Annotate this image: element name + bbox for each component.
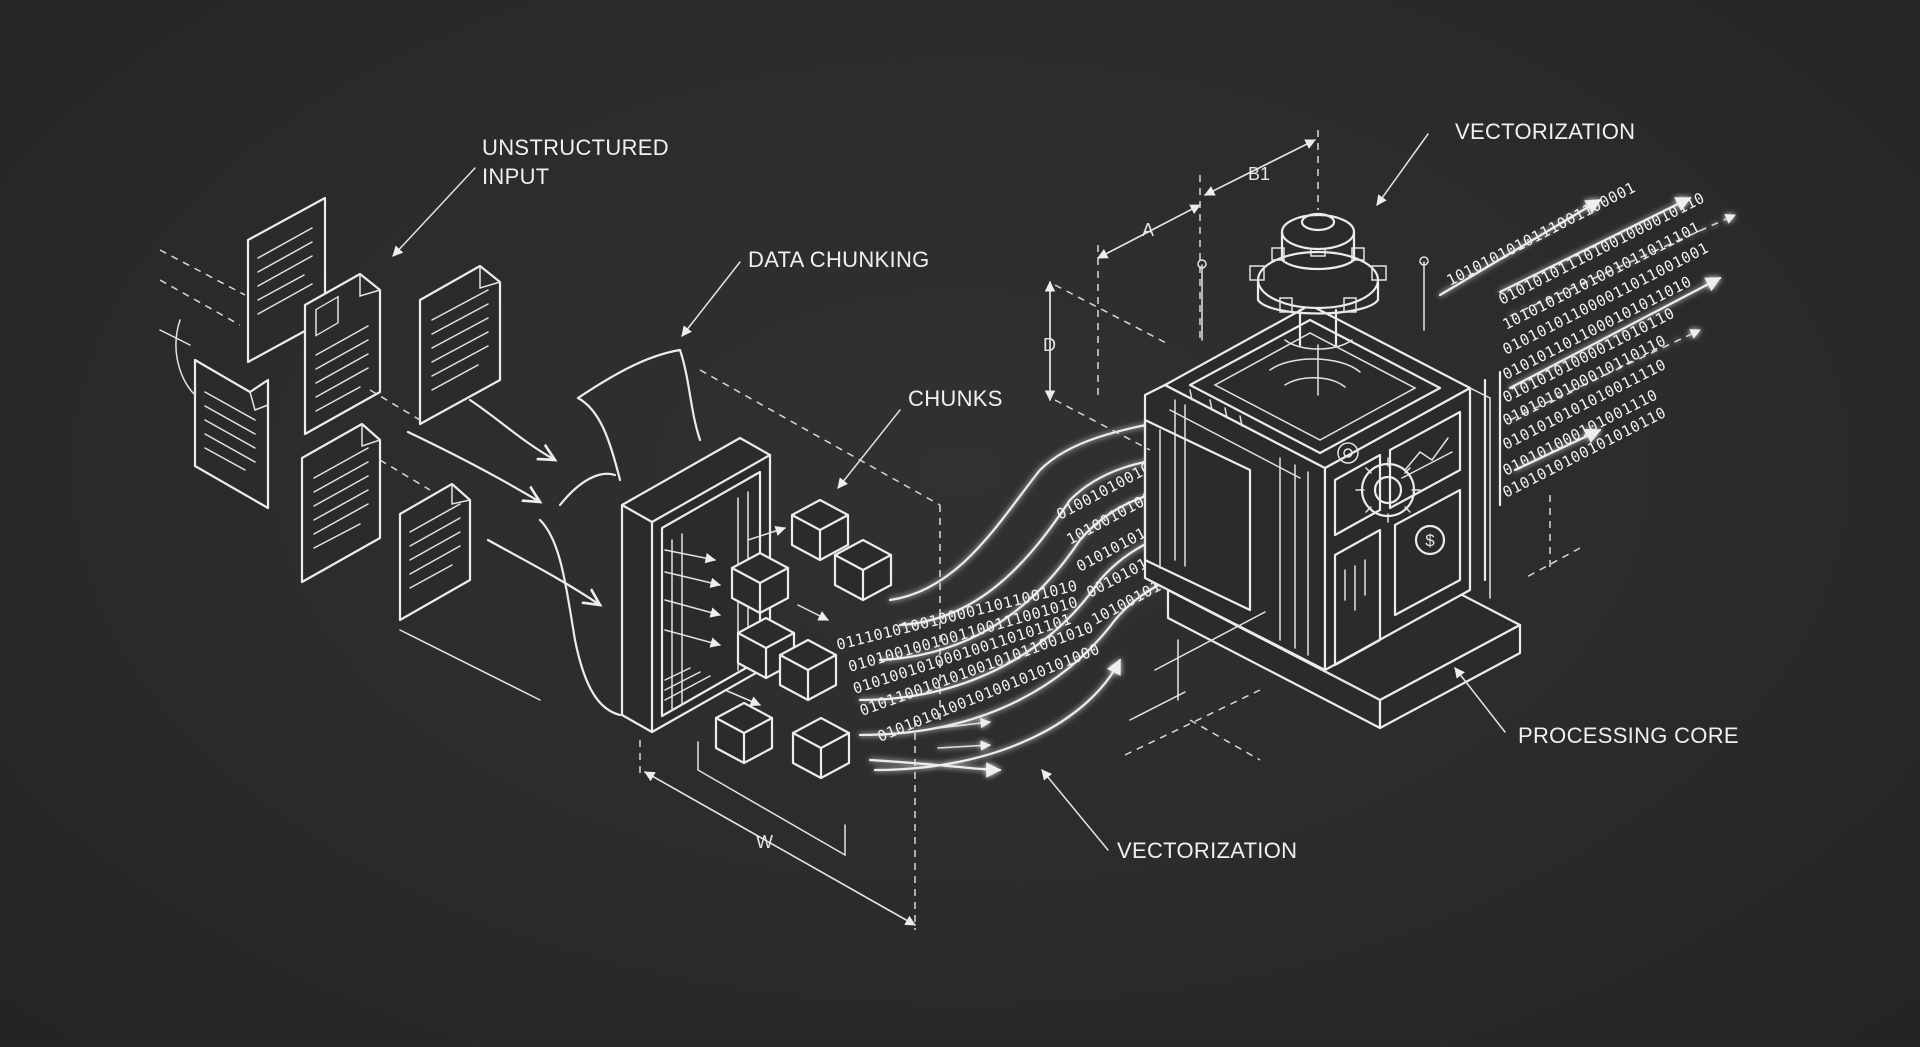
label-processing-core: PROCESSING CORE bbox=[1454, 667, 1739, 748]
core-dimension-guides bbox=[1044, 130, 1581, 761]
chart-icon bbox=[1401, 437, 1453, 479]
cube-icon bbox=[730, 551, 790, 615]
output-binary-stream: 1010101010111001100001 01010101110100100… bbox=[1444, 178, 1712, 501]
dimension-label-a: A bbox=[1142, 220, 1154, 240]
label-text: DATA CHUNKING bbox=[748, 247, 930, 272]
input-flow-arrows bbox=[399, 398, 600, 701]
cube-icon bbox=[791, 716, 851, 780]
unstructured-input-documents bbox=[159, 196, 502, 622]
label-text: UNSTRUCTURED bbox=[482, 135, 669, 160]
label-vectorization-bottom: VECTORIZATION bbox=[1041, 769, 1297, 863]
dimension-label-w: W bbox=[756, 832, 773, 852]
label-text: VECTORIZATION bbox=[1455, 119, 1635, 144]
chunker-dimension-guides bbox=[639, 369, 941, 930]
processing-core: $ bbox=[1143, 212, 1522, 730]
svg-text:$: $ bbox=[1425, 531, 1435, 550]
dimension-label-b1: B1 bbox=[1248, 164, 1270, 184]
cube-icon bbox=[714, 701, 774, 765]
gear-icon bbox=[1249, 212, 1387, 350]
chunks bbox=[714, 498, 893, 780]
label-text: CHUNKS bbox=[908, 386, 1003, 411]
document-icon bbox=[303, 272, 382, 436]
cube-icon bbox=[778, 638, 838, 702]
label-chunks: CHUNKS bbox=[837, 386, 1003, 489]
cube-icon bbox=[790, 498, 850, 562]
gear-icon bbox=[1337, 442, 1359, 464]
label-text: PROCESSING CORE bbox=[1518, 723, 1739, 748]
dollar-icon: $ bbox=[1414, 524, 1446, 556]
document-icon bbox=[300, 422, 382, 584]
document-icon bbox=[398, 482, 472, 622]
document-icon bbox=[418, 264, 502, 426]
data-chunking-machine bbox=[538, 348, 772, 734]
dimension-label-d: D bbox=[1043, 335, 1056, 355]
document-icon bbox=[193, 358, 270, 510]
cube-icon bbox=[833, 538, 893, 602]
label-text: INPUT bbox=[482, 164, 550, 189]
label-vectorization-top: VECTORIZATION bbox=[1376, 119, 1635, 206]
gear-icon bbox=[1355, 457, 1421, 523]
label-unstructured-input: UNSTRUCTURED INPUT bbox=[392, 135, 669, 257]
label-data-chunking: DATA CHUNKING bbox=[681, 247, 930, 337]
output-vector-arrows bbox=[1438, 196, 1736, 472]
label-text: VECTORIZATION bbox=[1117, 838, 1297, 863]
